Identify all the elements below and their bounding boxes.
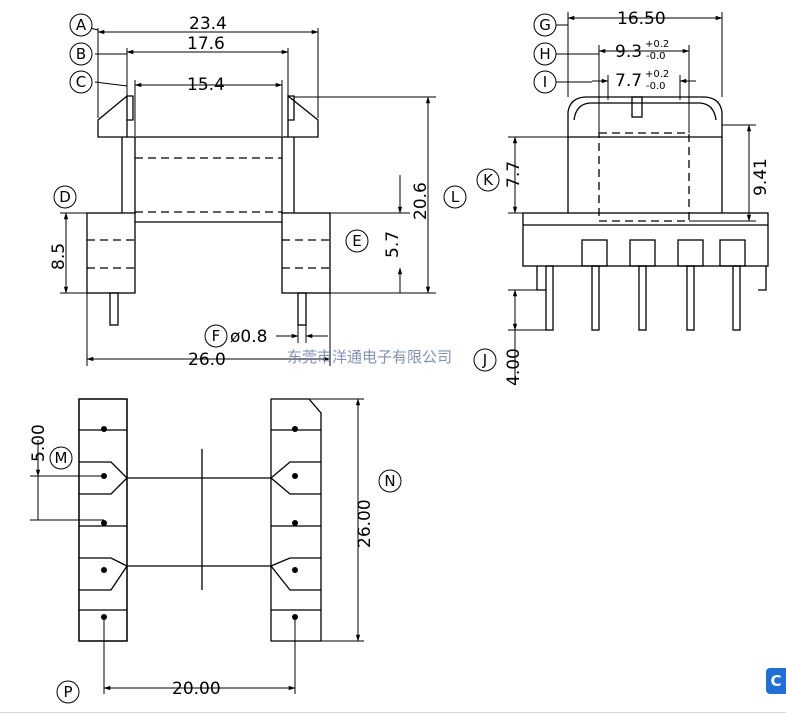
front-view-labels: 23.4 17.6 15.4 20.6 5.7 8.5 26.0 ø0.8 (49, 14, 431, 370)
front-view-dimensions (60, 27, 436, 366)
callout-f: F (212, 327, 221, 345)
callout-c-circle (69, 70, 93, 94)
callout-d: D (59, 188, 71, 206)
dim-i-tol-plus: +0.2 (645, 69, 669, 80)
dim-j-label: 4.00 (504, 348, 524, 386)
callout-n: N (384, 472, 395, 490)
front-view (86, 94, 331, 326)
callout-g: G (539, 16, 551, 34)
side-view (522, 96, 769, 331)
dim-h-tol-plus: +0.2 (645, 39, 669, 50)
side-view-dimensions (508, 12, 756, 385)
pin-right (297, 292, 307, 326)
dim-width-label: 26.0 (188, 350, 226, 370)
top-cap (567, 96, 723, 138)
dim-i-label: 7.7 (615, 71, 642, 91)
side-pin-3 (638, 265, 647, 331)
callout-a: A (76, 16, 87, 34)
top-flange (97, 94, 128, 138)
callout-f-circle (204, 324, 228, 348)
base-block-right (281, 212, 331, 294)
core-outline (598, 132, 690, 222)
company-watermark: 东莞市洋通电子有限公司 (287, 348, 452, 366)
callout-i: I (543, 73, 547, 91)
callout-k-circle (476, 168, 500, 192)
callout-b-circle (69, 42, 93, 66)
bottom-view-callouts: M N P (49, 446, 402, 704)
callout-d-circle (53, 185, 77, 209)
callout-p: P (63, 683, 72, 701)
callout-j: J (482, 351, 487, 369)
callout-m: M (55, 449, 68, 467)
callout-l: L (451, 188, 460, 206)
bottom-view-pins (101, 426, 298, 620)
callout-m-circle (49, 446, 73, 470)
bottom-view-dimensions (30, 398, 364, 694)
dim-k-label: 7.7 (504, 161, 524, 188)
callout-g-circle (533, 13, 557, 37)
dim-i-tol-minus: -0.0 (646, 81, 666, 92)
callout-e-circle (345, 229, 369, 253)
callout-a-circle (69, 13, 93, 37)
dim-span-label: 20.00 (172, 679, 221, 699)
side-pin-4 (686, 265, 695, 331)
dim-flange-label: 8.5 (49, 243, 69, 270)
page-bottom-border (0, 712, 786, 713)
dim-h-tol-minus: -0.0 (646, 51, 666, 62)
callout-j-circle (473, 348, 497, 372)
callout-b: B (76, 45, 86, 63)
chat-widget-icon[interactable]: C (766, 668, 786, 694)
dim-total-label: 26.00 (355, 499, 375, 548)
side-pin-5 (732, 265, 741, 331)
callout-h: H (539, 45, 550, 63)
base-block-left (86, 212, 136, 294)
bottom-right-block (270, 398, 322, 642)
callout-n-circle (378, 469, 402, 493)
callout-e: E (352, 232, 361, 250)
dim-e-label: 5.7 (383, 231, 403, 258)
side-view-labels: 16.50 9.3 +0.2 -0.0 7.7 +0.2 -0.0 7.7 9.… (504, 9, 771, 386)
side-pin-2 (591, 265, 600, 331)
dim-pin-label: ø0.8 (230, 327, 267, 347)
dim-h-label: 9.3 (615, 42, 642, 62)
callout-k: K (483, 171, 494, 189)
dim-c-label: 15.4 (187, 75, 225, 95)
dim-pitch-label: 5.00 (29, 424, 49, 462)
dim-b-label: 17.6 (187, 34, 225, 54)
callout-h-circle (533, 42, 557, 66)
dim-right-label: 9.41 (751, 158, 771, 196)
side-pin-1 (545, 265, 554, 331)
dim-g-label: 16.50 (617, 9, 666, 29)
callout-p-circle (56, 680, 80, 704)
bottom-view (78, 398, 322, 642)
callout-l-circle (443, 185, 467, 209)
callout-c: C (76, 73, 86, 91)
front-view-callouts: A B C D E F L (53, 13, 467, 348)
dim-a-label: 23.4 (189, 14, 227, 34)
bottom-view-labels: 5.00 26.00 20.00 (29, 424, 375, 699)
callout-i-circle (533, 70, 557, 94)
side-view-callouts: G H I K J (473, 13, 557, 372)
pin-left (109, 292, 119, 326)
dim-height-label: 20.6 (411, 182, 431, 220)
